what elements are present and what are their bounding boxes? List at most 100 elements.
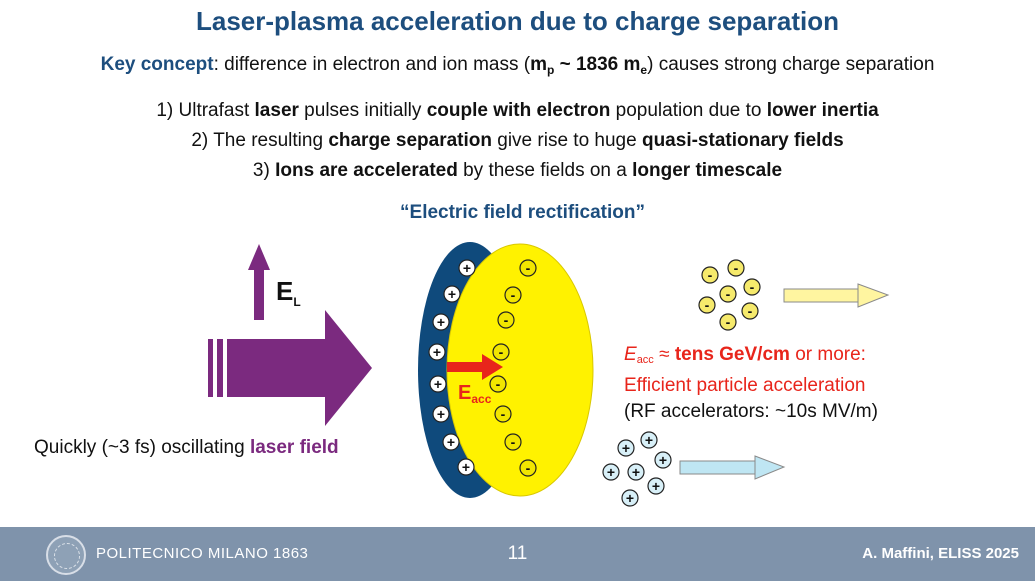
svg-text:-: - [734, 260, 739, 276]
eacc-symbol: E [458, 382, 472, 404]
institution-name: POLITECNICO MILANO 1863 [96, 545, 309, 562]
point-3: 3) Ions are accelerated by these fields … [0, 156, 1035, 186]
point-1-bold: laser [254, 100, 299, 121]
point-1-part: 1) Ultrafast [156, 100, 255, 121]
mass-proton-sub: p [546, 63, 555, 77]
point-1-part: population due to [610, 100, 767, 121]
el-symbol: E [276, 276, 294, 306]
electron-charge: - [504, 286, 522, 304]
electron-charge: - [492, 343, 510, 361]
point-list: 1) Ultrafast laser pulses initially coup… [0, 96, 1035, 186]
svg-text:+: + [463, 260, 471, 276]
charge-separation-diagram: ++++++++ -------- ------- +++++++ [208, 242, 890, 507]
svg-text:+: + [652, 478, 660, 494]
laser-field-arrow [248, 244, 270, 320]
free-electron-cluster: ------- [698, 259, 761, 331]
point-2-part: 2) The resulting [191, 130, 329, 151]
acceleration-description: Eacc ≈ tens GeV/cm or more: Efficient pa… [624, 342, 878, 425]
electron-charge: - [519, 259, 537, 277]
electron-charge: - [519, 459, 537, 477]
key-concept-text-before: : difference in electron and ion mass ( [213, 54, 531, 75]
laser-caption-bold: laser field [249, 437, 339, 458]
key-concept: Key concept: difference in electron and … [0, 54, 1035, 77]
university-seal-icon [46, 535, 86, 575]
laser-pulse-arrow [208, 310, 372, 426]
free-electron: - [698, 296, 716, 314]
rectification-heading: “Electric field rectification” [400, 202, 645, 223]
free-electron: - [741, 302, 759, 320]
ion-charge: + [442, 433, 460, 451]
svg-text:-: - [526, 260, 531, 276]
free-electron: - [727, 259, 745, 277]
svg-text:+: + [645, 432, 653, 448]
svg-text:-: - [748, 303, 753, 319]
electron-charge: - [497, 311, 515, 329]
acc-line-1: Eacc ≈ tens GeV/cm or more: [624, 342, 878, 373]
electron-charge: - [504, 433, 522, 451]
laser-field-label: EL [276, 276, 301, 309]
free-electron: - [743, 278, 761, 296]
acc-line-1-bold: tens GeV/cm [674, 344, 790, 365]
electron-charge: - [489, 375, 507, 393]
acc-line-1-sub: acc [636, 354, 654, 366]
ion-charge: + [432, 313, 450, 331]
svg-text:+: + [632, 464, 640, 480]
point-2-bold: charge separation [328, 130, 492, 151]
free-electron: - [719, 313, 737, 331]
electron-direction-arrow [783, 283, 890, 308]
ion-cluster: +++++++ [602, 431, 672, 507]
svg-text:+: + [433, 344, 441, 360]
svg-text:+: + [659, 452, 667, 468]
svg-text:-: - [750, 279, 755, 295]
author-credit: A. Maffini, ELISS 2025 [862, 545, 1019, 562]
key-concept-label: Key concept [100, 54, 214, 75]
svg-text:+: + [447, 434, 455, 450]
ion-charge: + [457, 458, 475, 476]
point-2-part: give rise to huge [491, 130, 642, 151]
svg-text:+: + [437, 406, 445, 422]
acc-line-3: (RF accelerators: ~10s MV/m) [624, 401, 878, 422]
svg-text:+: + [462, 459, 470, 475]
svg-text:-: - [708, 267, 713, 283]
free-ion: + [627, 463, 645, 481]
point-1: 1) Ultrafast laser pulses initially coup… [0, 96, 1035, 126]
laser-caption-text: Quickly (~3 fs) oscillating [34, 437, 250, 458]
footer-bar: POLITECNICO MILANO 1863 11 A. Maffini, E… [0, 527, 1035, 581]
ion-charge: + [443, 285, 461, 303]
free-ion: + [654, 451, 672, 469]
acc-line-1-symbol: E [624, 344, 637, 365]
svg-text:-: - [496, 376, 501, 392]
svg-text:-: - [705, 297, 710, 313]
point-3-bold: Ions are accelerated [275, 160, 458, 181]
ion-charge: + [429, 375, 447, 393]
svg-text:+: + [437, 314, 445, 330]
point-2: 2) The resulting charge separation give … [0, 126, 1035, 156]
acc-line-2: Efficient particle acceleration [624, 375, 866, 396]
point-3-bold: longer timescale [632, 160, 783, 181]
svg-text:-: - [501, 406, 506, 422]
ion-charges: ++++++++ [428, 259, 476, 476]
el-subscript: L [293, 295, 301, 309]
mass-proton: m [530, 54, 547, 75]
electron-charge: - [494, 405, 512, 423]
svg-text:-: - [726, 286, 731, 302]
svg-text:-: - [511, 434, 516, 450]
svg-text:+: + [626, 490, 634, 506]
svg-text:+: + [434, 376, 442, 392]
point-3-part: by these fields on a [457, 160, 633, 181]
point-1-bold: couple with electron [426, 100, 611, 121]
ion-charge: + [432, 405, 450, 423]
svg-text:+: + [448, 286, 456, 302]
slide-title: Laser-plasma acceleration due to charge … [195, 6, 840, 36]
svg-text:+: + [622, 440, 630, 456]
free-ion: + [621, 489, 639, 507]
free-ion: + [602, 463, 620, 481]
point-1-bold: lower inertia [766, 100, 879, 121]
page-number: 11 [507, 543, 528, 564]
point-2-bold: quasi-stationary fields [641, 130, 844, 151]
free-ion: + [640, 431, 658, 449]
svg-text:-: - [726, 314, 731, 330]
acc-line-1-rest: or more: [789, 344, 866, 365]
eacc-subscript: acc [471, 392, 492, 406]
acceleration-field-arrow [447, 354, 503, 380]
